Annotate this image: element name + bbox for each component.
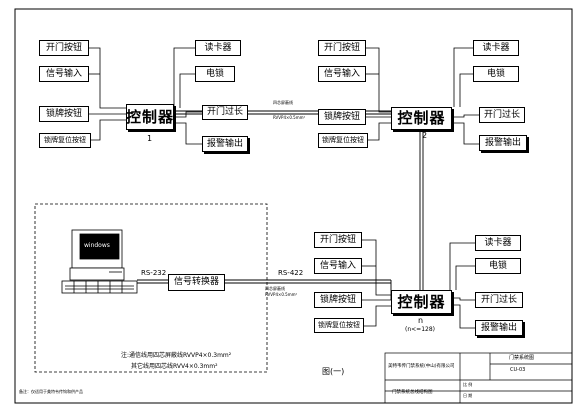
unit-2-lock-button: 锁牌按钮 [318, 109, 366, 125]
unit-2-alarm-output: 报警输出 [479, 135, 527, 151]
unit-n-door-open-too-long: 开门过长 [475, 292, 523, 308]
signal-converter: 信号转换器 [168, 274, 225, 291]
unit-n-limit: (n<=128) [405, 326, 435, 333]
unit-n-wiring [362, 239, 475, 329]
rs232-label: RS-232 [141, 269, 167, 277]
bus-cable-top-spec: RVVP4×0.5mm² [273, 115, 306, 120]
unit-1-number: 1 [147, 134, 153, 143]
computer-area-frame [34, 203, 268, 373]
unit-2-controller: 控制器 [391, 107, 452, 130]
rs232-cable [137, 279, 168, 284]
title-block-drawing-title: 门禁系统总线结构图 [392, 390, 433, 395]
computer-drawing [61, 229, 138, 294]
unit-1-signal-input: 信号输入 [39, 66, 89, 82]
figure-caption: 图(一) [322, 367, 345, 376]
unit-1-wiring [89, 47, 202, 145]
bus-cable-bottom-spec: RVVP4×0.5mm² [265, 292, 298, 297]
rs422-label: RS-422 [278, 269, 304, 277]
unit-n-electric-lock: 电锁 [475, 258, 521, 274]
unit-n-card-reader: 读卡器 [475, 235, 521, 251]
bus-cable-bottom-type: 四芯屏蔽线 [265, 286, 285, 291]
unit-2-signal-input: 信号输入 [318, 66, 366, 82]
remark: 备注：仅适用于美特韦传钩和供产品 [19, 389, 83, 394]
unit-2-door-open-too-long: 开门过长 [479, 107, 525, 123]
pc-screen-text: windows [84, 242, 110, 249]
unit-n-alarm-output: 报警输出 [475, 320, 523, 336]
title-block-scale-label: 比 例 [463, 382, 473, 387]
unit-2-card-reader: 读卡器 [473, 40, 519, 56]
title-block-drawing-no: CU-03 [510, 367, 526, 373]
title-block-system: 门禁系统图 [509, 355, 535, 361]
unit-n-lock-button: 锁牌按钮 [314, 292, 362, 308]
unit-2-wiring [366, 47, 479, 145]
unit-1-controller: 控制器 [126, 104, 174, 130]
unit-1-alarm-output: 报警输出 [202, 136, 248, 152]
unit-2-lock-reset-button: 锁牌复位按钮 [318, 133, 368, 148]
unit-n-number: n [418, 316, 424, 325]
note-line-2: 其它线用四芯线RVV4×0.3mm² [131, 363, 218, 370]
title-block-company: 美特韦传门禁系统(中山)有限公司 [388, 364, 455, 369]
unit-1-electric-lock: 电锁 [195, 66, 235, 82]
unit-n-open-button: 开门按钮 [314, 232, 362, 248]
unit-1-door-open-too-long: 开门过长 [202, 105, 248, 120]
unit-1-lock-button: 锁牌按钮 [39, 106, 89, 122]
note-line-1: 注:通信线用四芯屏蔽线RVVP4×0.3mm² [121, 352, 232, 359]
bus-cable-top-type: 四芯屏蔽线 [273, 100, 293, 105]
unit-n-lock-reset-button: 锁牌复位按钮 [314, 318, 364, 333]
unit-2-number: 2 [422, 131, 428, 140]
unit-2-electric-lock: 电锁 [473, 66, 519, 82]
unit-1-card-reader: 读卡器 [195, 40, 241, 56]
unit-1-lock-reset-button: 锁牌复位按钮 [39, 133, 91, 148]
title-block-date-label: 日 期 [463, 393, 473, 398]
unit-n-signal-input: 信号输入 [314, 258, 362, 274]
unit-1-open-button: 开门按钮 [39, 40, 89, 56]
drawing-border [14, 8, 573, 404]
title-block-grid [384, 352, 573, 404]
unit-n-controller: 控制器 [391, 290, 452, 314]
unit-2-open-button: 开门按钮 [318, 40, 366, 56]
